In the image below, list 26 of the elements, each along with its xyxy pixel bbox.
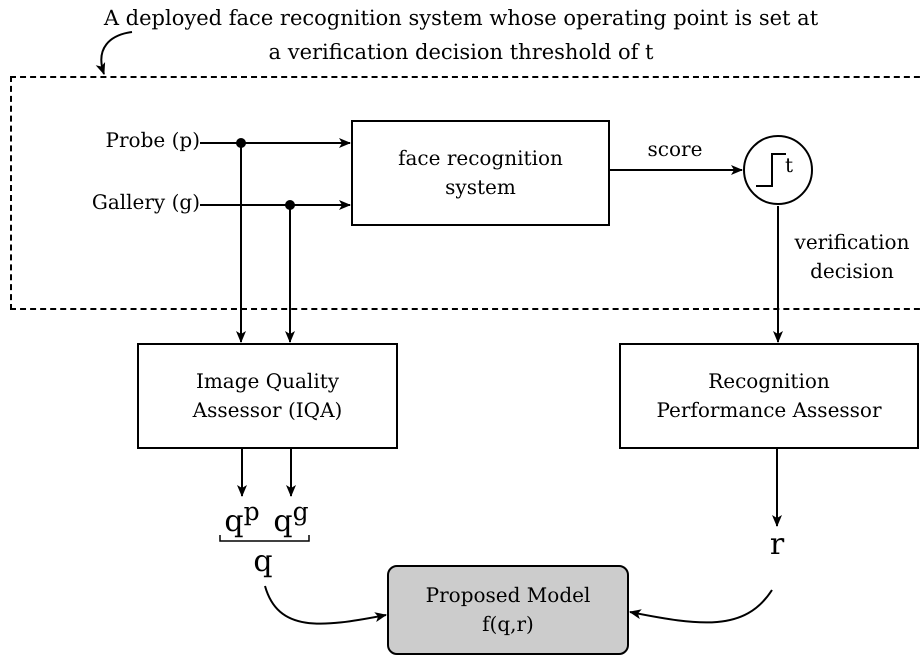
arrow — [286, 449, 296, 497]
process-box — [137, 343, 398, 449]
edge-label: score — [646, 136, 704, 163]
arrow — [772, 449, 782, 527]
arrow — [264, 586, 387, 625]
variable-symbol: r — [768, 527, 786, 563]
arrow — [96, 31, 132, 75]
process-box — [619, 343, 919, 449]
node-text: Proposed Model f(q,r) — [424, 582, 592, 638]
node-text: Gallery (g) — [90, 189, 200, 216]
arrow — [629, 589, 773, 624]
model-box — [387, 565, 629, 655]
node-text: Recognition Performance Assessor — [655, 368, 883, 424]
edge-label: verification decision — [794, 229, 910, 285]
node-text: Image Quality Assessor (IQA) — [192, 368, 344, 424]
variable-symbol: q$^{p}$ — [223, 497, 261, 540]
arrow — [237, 449, 247, 497]
arrow — [610, 165, 743, 175]
variable-symbol: q$^{g}$ — [272, 497, 310, 540]
node-text: face recognition system — [397, 145, 564, 201]
process-box — [351, 120, 610, 226]
region-heading: A deployed face recognition system whose operating point is set at a verification decision threshold of t — [102, 5, 820, 66]
node-text: Probe (p) — [104, 127, 200, 154]
variable-symbol: q — [252, 544, 274, 580]
arrow — [773, 206, 783, 343]
node-text: t — [785, 152, 794, 179]
